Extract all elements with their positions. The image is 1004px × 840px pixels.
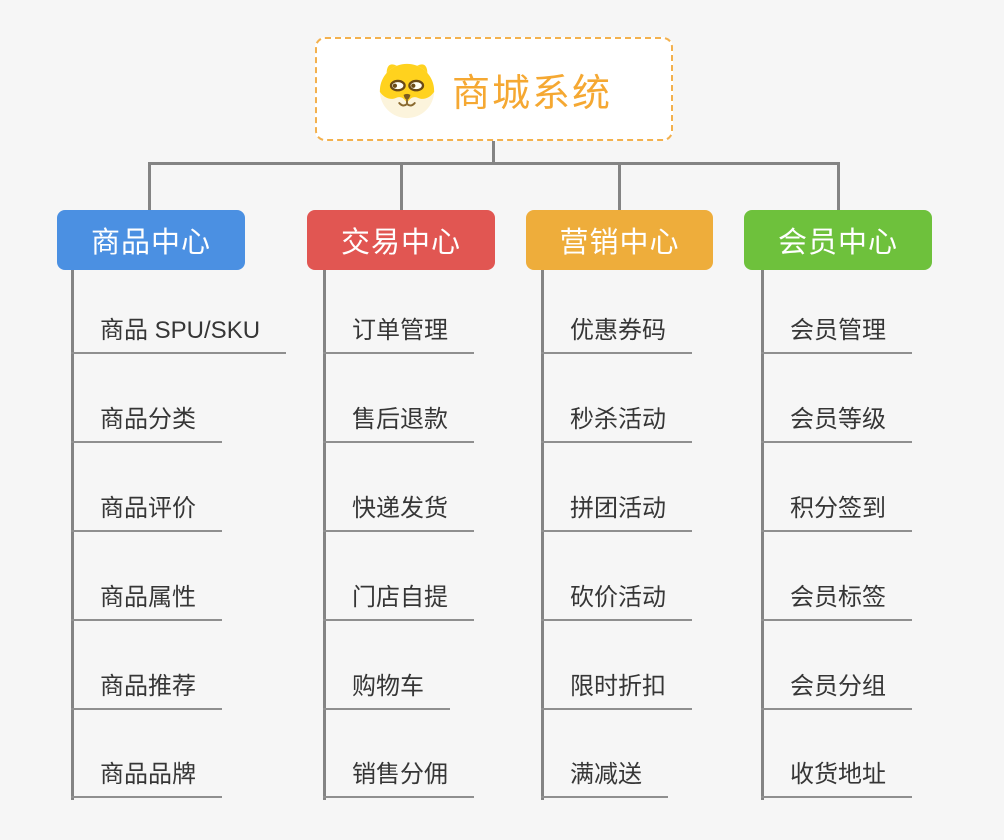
mindmap-node-item[interactable]: 商品推荐 — [71, 670, 222, 710]
mindmap-node-item[interactable]: 购物车 — [323, 670, 450, 710]
mindmap-node-item[interactable]: 售后退款 — [323, 403, 474, 443]
mindmap-node-item[interactable]: 商品属性 — [71, 581, 222, 621]
mindmap-node-item[interactable]: 秒杀活动 — [541, 403, 692, 443]
mindmap-node-item[interactable]: 会员分组 — [761, 670, 912, 710]
branch-node-trade-center[interactable]: 交易中心 — [307, 210, 495, 270]
mindmap-node-item[interactable]: 收货地址 — [761, 758, 912, 798]
mindmap-node-item[interactable]: 拼团活动 — [541, 492, 692, 532]
mindmap-node-item[interactable]: 快递发货 — [323, 492, 474, 532]
mindmap-node-item[interactable]: 会员管理 — [761, 314, 912, 354]
mindmap-node-item[interactable]: 商品 SPU/SKU — [71, 314, 287, 354]
branch-drop-line — [837, 162, 840, 210]
mindmap-node-item[interactable]: 销售分佣 — [323, 758, 474, 798]
root-node-mall-system[interactable]: 商城系统 — [315, 37, 673, 141]
mindmap-node-item[interactable]: 会员标签 — [761, 581, 912, 621]
branch-node-marketing-center[interactable]: 营销中心 — [526, 210, 713, 270]
column-trunk-line — [541, 270, 544, 800]
mindmap-node-item[interactable]: 优惠券码 — [541, 314, 692, 354]
mindmap-node-item[interactable]: 门店自提 — [323, 581, 474, 621]
branch-bus-line — [148, 162, 839, 165]
mindmap-node-item[interactable]: 商品分类 — [71, 403, 222, 443]
root-stem-line — [492, 141, 495, 165]
branch-drop-line — [400, 162, 403, 210]
dog-face-icon — [379, 63, 435, 119]
branch-drop-line — [618, 162, 621, 210]
branch-node-product-center[interactable]: 商品中心 — [57, 210, 245, 270]
mindmap-node-item[interactable]: 满减送 — [541, 758, 668, 798]
column-trunk-line — [71, 270, 74, 800]
branch-drop-line — [148, 162, 151, 210]
mindmap-node-item[interactable]: 限时折扣 — [541, 670, 692, 710]
root-title: 商城系统 — [451, 72, 612, 115]
mindmap-node-item[interactable]: 商品评价 — [71, 492, 222, 532]
mindmap-node-item[interactable]: 砍价活动 — [541, 581, 692, 621]
branch-node-member-center[interactable]: 会员中心 — [744, 210, 932, 270]
mindmap-node-item[interactable]: 会员等级 — [761, 403, 912, 443]
column-trunk-line — [761, 270, 764, 800]
column-trunk-line — [323, 270, 326, 800]
mindmap-node-item[interactable]: 商品品牌 — [71, 758, 222, 798]
mindmap-node-item[interactable]: 订单管理 — [323, 314, 474, 354]
mindmap-node-item[interactable]: 积分签到 — [761, 492, 912, 532]
